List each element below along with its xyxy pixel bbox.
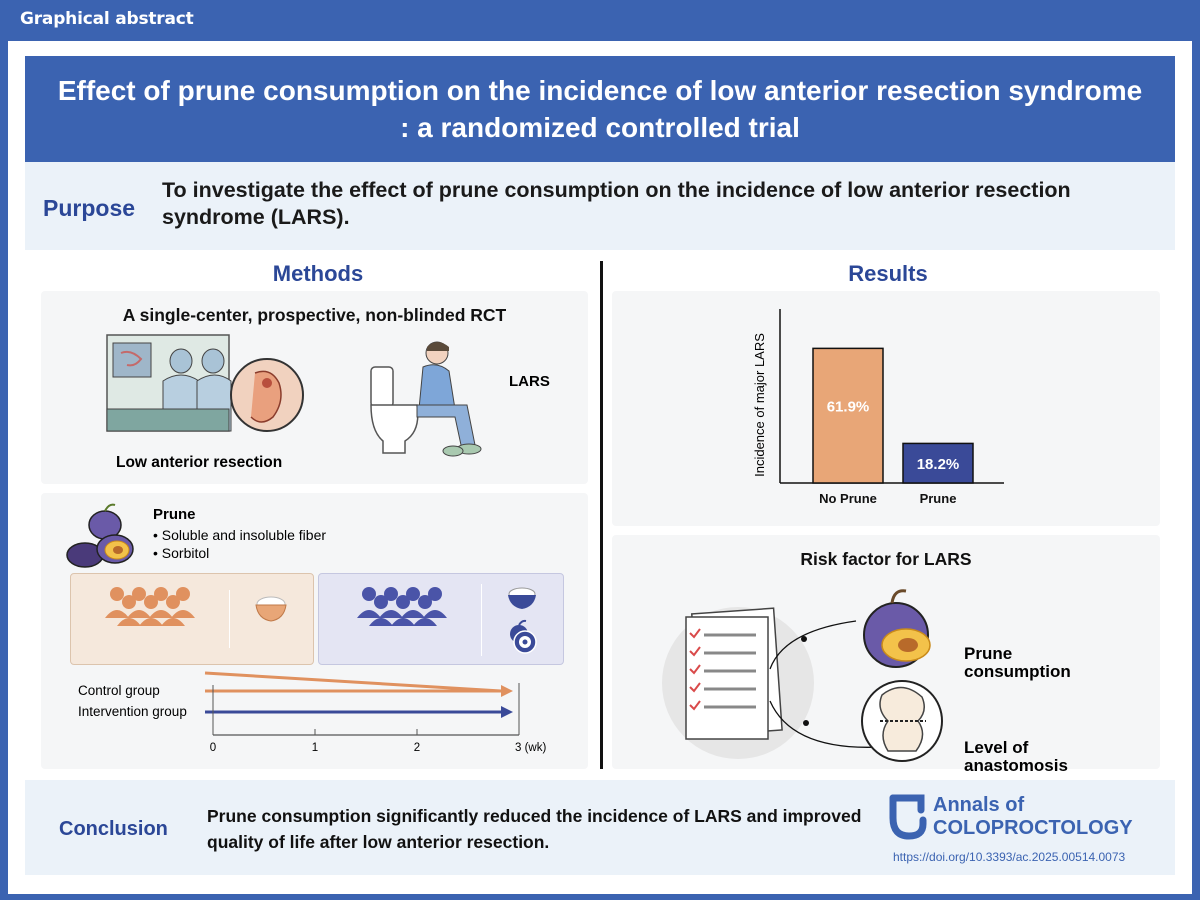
lars-label: LARS xyxy=(509,373,550,390)
bar-data-label: 61.9% xyxy=(827,399,870,416)
intervention-arrow-head xyxy=(501,706,513,718)
bar-no-prune xyxy=(812,347,884,484)
risk-factor-panel: Risk factor for LARS xyxy=(612,535,1160,775)
abstract-card: Effect of prune consumption on the incid… xyxy=(8,41,1192,894)
risk-factor-prune: Prune consumption xyxy=(964,645,1071,681)
intervention-group-box xyxy=(318,573,564,665)
timeline-chart: 0 1 2 3 (wk) xyxy=(204,671,546,754)
chart-y-axis-label: Incidence of major LARS xyxy=(752,333,767,477)
tick-label: 2 xyxy=(414,742,420,754)
control-arrow-head xyxy=(501,685,513,697)
methods-heading: Methods xyxy=(272,261,364,286)
risk-factor-diagram xyxy=(662,589,943,762)
design-text: A single-center, prospective, non-blinde… xyxy=(122,305,507,325)
people-icon xyxy=(357,587,447,626)
title-band: Effect of prune consumption on the incid… xyxy=(25,56,1175,162)
intervention-group-label: Intervention group xyxy=(78,704,187,719)
lars-patient-illustration xyxy=(370,341,482,457)
prune-icon xyxy=(510,619,537,654)
title-line-2: : a randomized controlled trial xyxy=(400,112,800,143)
risk-factor-prune-line2: consumption xyxy=(964,662,1071,681)
methods-design-panel: A single-center, prospective, non-blinde… xyxy=(41,291,588,484)
conclusion-text: Prune consumption significantly reduced … xyxy=(207,806,862,852)
prune-item-fiber: • Soluble and insoluble fiber xyxy=(153,527,327,543)
major-lars-bar-chart: Incidence of major LARS 61.9% No Prune 18.… xyxy=(752,309,1004,506)
control-arrow xyxy=(204,671,502,693)
purpose-label: Purpose xyxy=(43,195,136,221)
prune-title: Prune xyxy=(153,506,196,523)
rice-bowl-icon xyxy=(255,596,287,622)
graphical-abstract-label: Graphical abstract xyxy=(20,9,194,29)
risk-factor-title: Risk factor for LARS xyxy=(800,549,972,569)
tick-label: 1 xyxy=(312,742,318,754)
title-line-1: Effect of prune consumption on the incid… xyxy=(57,75,1143,106)
people-icon xyxy=(105,587,195,626)
purpose-text: To investigate the effect of prune consu… xyxy=(162,178,1071,229)
conclusion-section: Conclusion Prune consumption significant… xyxy=(25,780,1175,875)
bar-prune xyxy=(902,442,974,484)
risk-factor-prune-line1: Prune xyxy=(964,644,1013,663)
category-label: Prune xyxy=(920,491,957,506)
journal-name-line2: COLOPROCTOLOGY xyxy=(933,817,1133,839)
prune-cut-icon xyxy=(863,589,931,668)
results-heading: Results xyxy=(848,261,928,286)
bar-data-label: 18.2% xyxy=(917,456,960,473)
surgery-label: Low anterior resection xyxy=(116,454,283,471)
anastomosis-icon xyxy=(861,680,943,762)
journal-name: Annals of COLOPROCTOLOGY xyxy=(933,794,1133,840)
risk-factor-anastomosis-line1: Level of xyxy=(964,738,1029,757)
risk-factor-anastomosis: Level of anastomosis xyxy=(964,739,1068,775)
journal-name-line1: Annals of xyxy=(933,794,1025,816)
section-divider xyxy=(600,261,603,769)
control-group-box xyxy=(70,573,314,665)
category-label: No Prune xyxy=(819,491,877,506)
control-group-label: Control group xyxy=(78,683,160,698)
prune-item-sorbitol: • Sorbitol xyxy=(153,545,210,561)
checklist-icon xyxy=(685,616,769,740)
prune-icon xyxy=(66,503,134,568)
results-chart-panel: Incidence of major LARS 61.9% No Prune 18.… xyxy=(612,291,1160,526)
purpose-section: Purpose To investigate the effect of pru… xyxy=(25,162,1175,250)
tick-label: 3 (wk) xyxy=(515,742,546,754)
methods-intervention-panel: Prune • Soluble and insoluble fiber • So… xyxy=(41,493,588,769)
doi-link[interactable]: https://doi.org/10.3393/ac.2025.00514.00… xyxy=(893,850,1126,864)
conclusion-label: Conclusion xyxy=(59,818,168,840)
surgery-illustration xyxy=(106,334,304,432)
tick-label: 0 xyxy=(210,742,216,754)
journal-logo-icon xyxy=(889,794,927,840)
risk-factor-anastomosis-line2: anastomosis xyxy=(964,756,1068,775)
rice-bowl-icon xyxy=(508,587,536,609)
